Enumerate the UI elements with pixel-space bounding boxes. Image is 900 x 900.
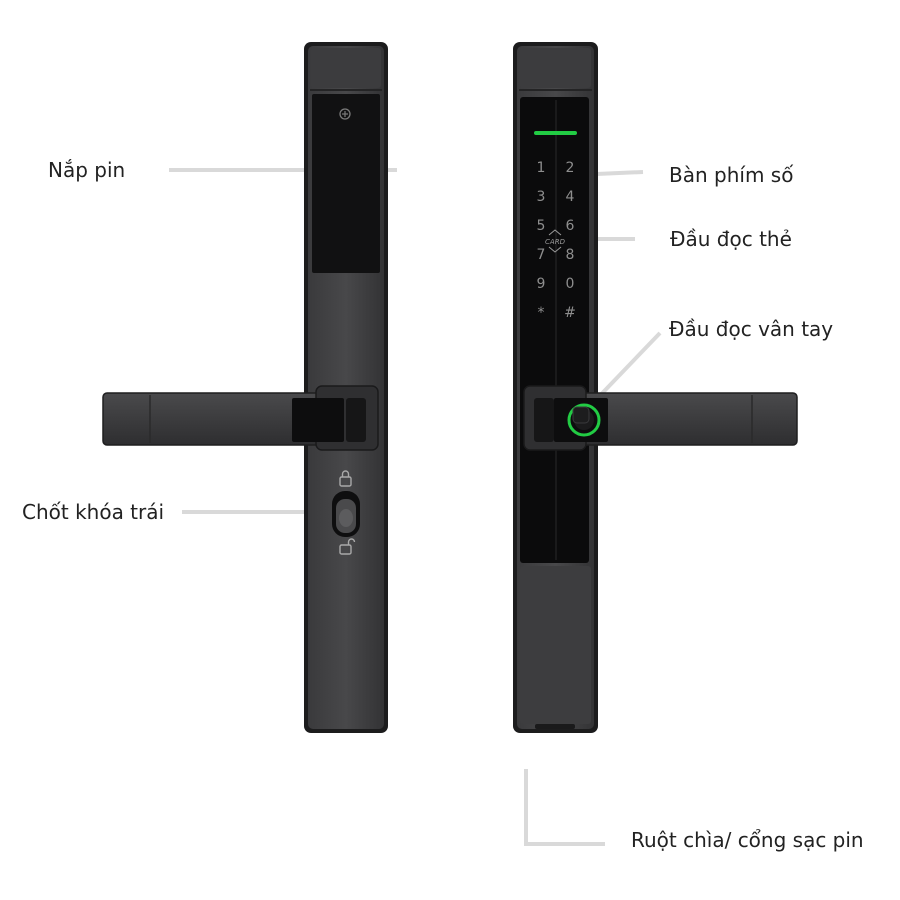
label-left-latch: Chốt khóa trái <box>22 500 165 524</box>
keypad-key-1: 1 <box>537 160 546 176</box>
leader-key-cylinder <box>524 769 605 846</box>
status-led-bar <box>534 131 577 135</box>
battery-cover <box>312 94 380 273</box>
card-reader-chevron-bottom <box>548 246 562 253</box>
keypad: 1 2 3 4 5 6 7 8 9 0 * # <box>537 160 576 321</box>
keypad-key-star: * <box>538 305 545 321</box>
lock-back-unit <box>102 42 388 733</box>
label-battery-cover: Nắp pin <box>48 158 126 182</box>
keypad-key-2: 2 <box>566 160 575 176</box>
keypad-key-9: 9 <box>537 276 546 292</box>
lock-front-unit: 1 2 3 4 5 6 7 8 9 0 * # CARD <box>513 42 798 733</box>
label-fingerprint-reader: Đầu đọc vân tay <box>669 317 834 341</box>
front-handle-collar <box>534 398 554 442</box>
front-panel-reflection <box>555 100 557 560</box>
front-top-cap <box>520 48 591 88</box>
left-latch <box>332 470 360 555</box>
latch-knob-shine <box>339 509 353 527</box>
back-handle-block <box>292 398 344 442</box>
keypad-key-7: 7 <box>537 247 546 263</box>
keypad-key-3: 3 <box>537 189 546 205</box>
card-reader-chevron-top <box>548 229 562 236</box>
label-keypad: Bàn phím số <box>669 163 794 187</box>
front-glass-panel <box>520 97 589 563</box>
label-card-reader: Đầu đọc thẻ <box>670 227 792 251</box>
card-reader-mark: CARD <box>545 238 566 246</box>
keypad-key-8: 8 <box>566 247 575 263</box>
keypad-key-hash: # <box>564 305 576 321</box>
fingerprint-icon <box>567 403 601 437</box>
back-handle-collar <box>346 398 366 442</box>
keypad-key-6: 6 <box>566 218 575 234</box>
lock-closed-icon <box>339 470 352 487</box>
screw-icon <box>339 108 351 120</box>
back-top-cap <box>311 48 381 88</box>
front-bottom-plate <box>520 566 591 724</box>
key-cylinder-port <box>535 724 575 729</box>
keypad-key-5: 5 <box>537 218 546 234</box>
keypad-key-0: 0 <box>566 276 575 292</box>
keypad-key-4: 4 <box>566 189 575 205</box>
lock-open-icon <box>339 538 356 555</box>
label-key-cylinder-charging-port: Ruột chìa/ cổng sạc pin <box>631 828 864 852</box>
